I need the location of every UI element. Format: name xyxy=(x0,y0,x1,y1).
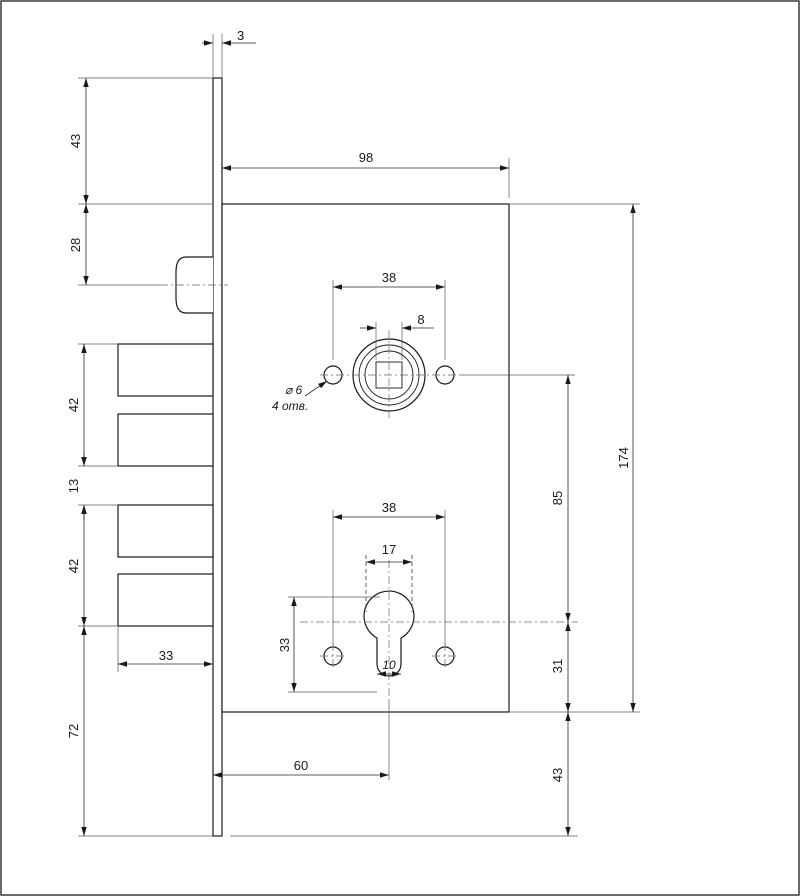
dim-faceplate-tail: 43 xyxy=(550,768,565,782)
dead-bolt-3 xyxy=(117,504,214,558)
dead-bolt-1 xyxy=(117,343,214,397)
dim-bolt-gap: 13 xyxy=(66,479,81,493)
dim-bottom-offset: 72 xyxy=(66,724,81,738)
dim-bolt-lower-height: 42 xyxy=(66,559,81,573)
dim-cylinder-to-bottom: 31 xyxy=(550,659,565,673)
dim-center-distance: 85 xyxy=(550,491,565,505)
dim-square-width: 8 xyxy=(417,312,424,327)
dim-hole-diameter: ⌀ 6 xyxy=(285,383,303,397)
dim-body-height: 174 xyxy=(616,447,631,469)
dim-hole-count: 4 отв. xyxy=(272,399,308,413)
dim-bolt-throw: 33 xyxy=(159,648,173,663)
dim-backset: 60 xyxy=(294,758,308,773)
dim-upper-gap: 28 xyxy=(68,238,83,252)
dim-cylinder-hole-spacing: 38 xyxy=(382,500,396,515)
dead-bolt-2 xyxy=(117,413,214,467)
dim-faceplate-thickness: 3 xyxy=(237,28,244,43)
dim-body-width: 98 xyxy=(359,150,373,165)
dead-bolt-4 xyxy=(117,573,214,627)
dimension-lines xyxy=(81,40,636,836)
dim-cylinder-height: 33 xyxy=(277,638,292,652)
dim-cylinder-slot: 10 xyxy=(382,658,396,672)
dim-top-offset: 43 xyxy=(68,134,83,148)
lock-body xyxy=(221,203,510,713)
dim-cylinder-width: 17 xyxy=(382,542,396,557)
extension-lines xyxy=(78,34,640,837)
dim-spindle-spacing: 38 xyxy=(382,270,396,285)
dim-bolt-upper-height: 42 xyxy=(66,398,81,412)
faceplate xyxy=(212,77,223,837)
